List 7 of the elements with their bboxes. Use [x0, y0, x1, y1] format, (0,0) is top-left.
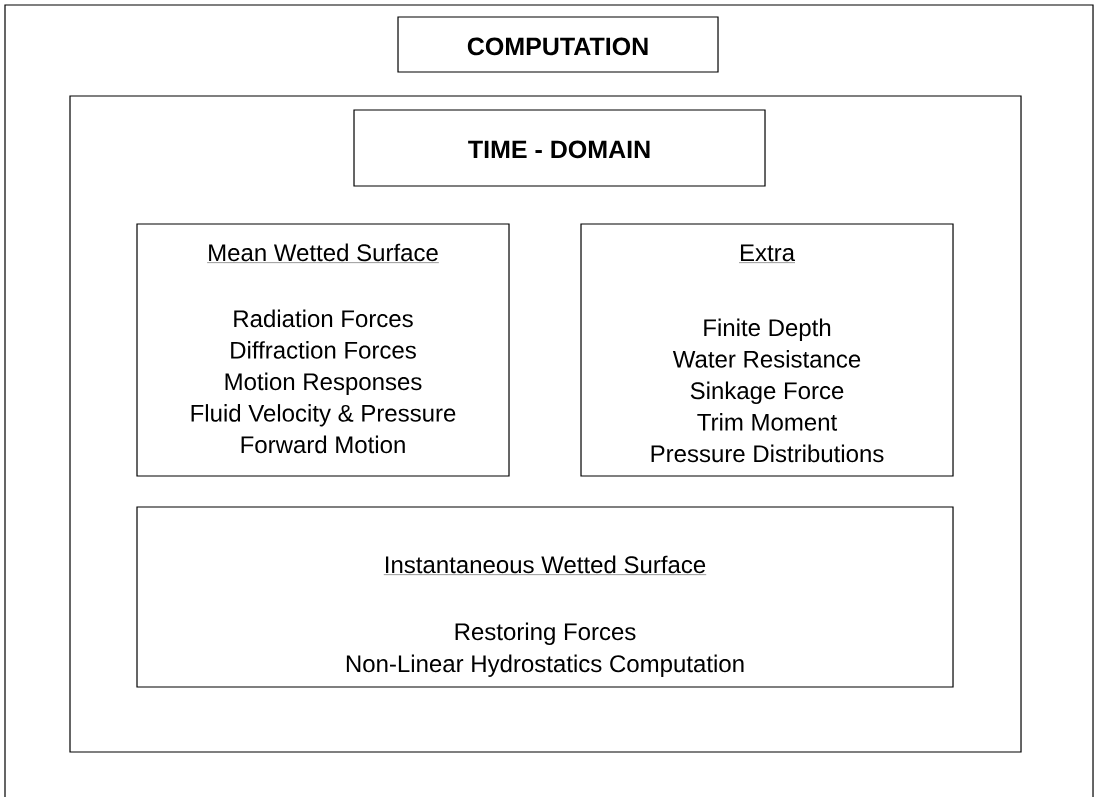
group-frame: [69, 95, 1022, 753]
info-box: Instantaneous Wetted Surface Restoring Forces Non-Linear Hydrostatics Computation: [136, 506, 954, 688]
page-frame: [4, 4, 1094, 798]
info-box: Extra Finite Depth Water Resistance Sinkage Force Trim Moment Pressure Distributions: [580, 223, 954, 477]
title-box: TIME - DOMAIN: [353, 109, 766, 187]
info-box: Mean Wetted Surface Radiation Forces Diffraction Forces Motion Responses Fluid Velocity & Pressure Forward Motion: [136, 223, 510, 477]
title-box: COMPUTATION: [397, 16, 719, 73]
